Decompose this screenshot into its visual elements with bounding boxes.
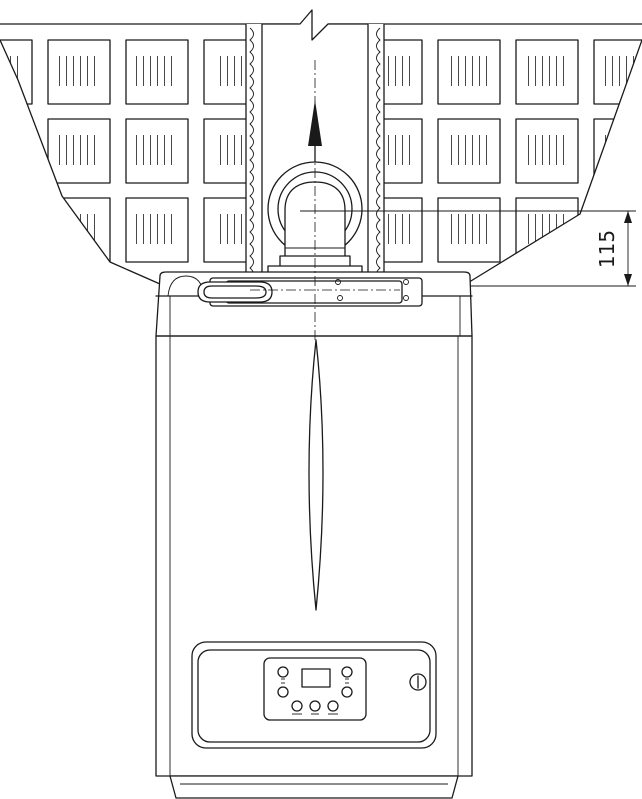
reset-button[interactable] — [291, 700, 303, 712]
wall-tile — [47, 118, 111, 184]
wall-tile — [125, 197, 189, 263]
wall-outline — [0, 39, 642, 285]
wall-tile — [0, 118, 33, 184]
dimension-value: 115 — [595, 230, 619, 268]
wall-tile — [437, 118, 501, 184]
wall-tile — [515, 39, 579, 105]
boiler-body — [155, 60, 473, 799]
wall-tile — [437, 39, 501, 105]
wall-tile — [125, 118, 189, 184]
wall-tile — [0, 197, 33, 263]
wall-tile — [125, 39, 189, 105]
info-button[interactable] — [309, 700, 321, 712]
wall-tile — [47, 197, 111, 263]
wall-tile — [47, 39, 111, 105]
dhw-down-button[interactable] — [341, 686, 353, 698]
wall-tile — [593, 118, 642, 184]
display-screen — [301, 668, 331, 688]
mode-button[interactable] — [327, 700, 339, 712]
wall-tile — [437, 197, 501, 263]
wall-tile — [515, 118, 579, 184]
ch-up-button[interactable] — [277, 666, 289, 678]
boiler-top-cover — [155, 271, 473, 337]
dhw-up-button[interactable] — [341, 666, 353, 678]
ch-down-button[interactable] — [277, 686, 289, 698]
control-panel — [191, 641, 437, 749]
dimension-115: 115 — [300, 210, 636, 287]
